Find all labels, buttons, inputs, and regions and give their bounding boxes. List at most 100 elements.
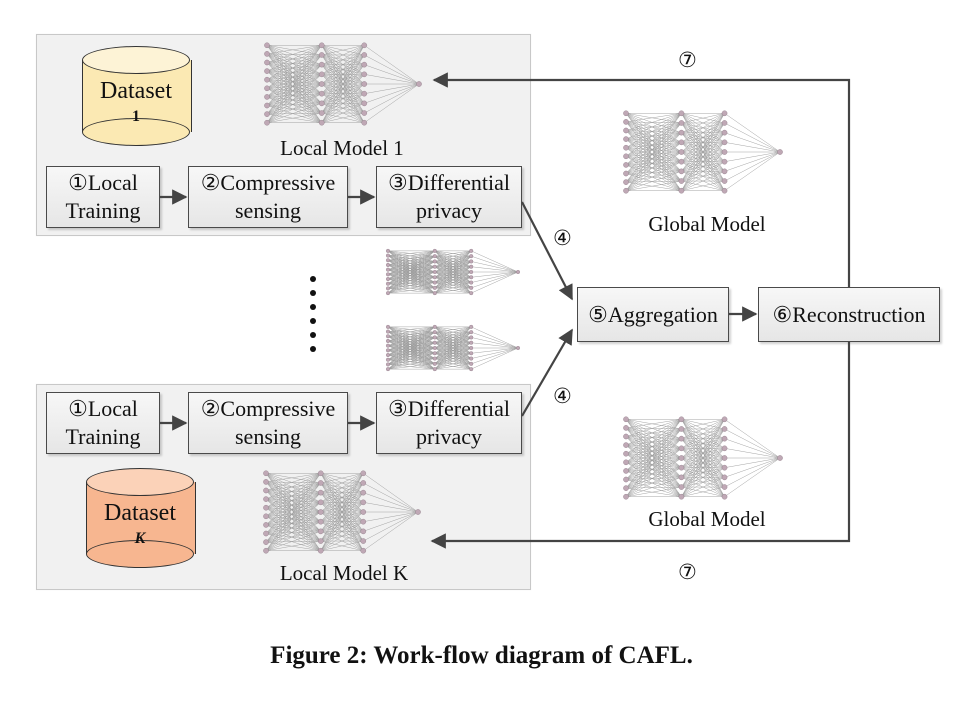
network-node [721,158,728,165]
network-edge [266,74,322,80]
network-node [360,470,367,477]
network-edge [387,282,435,284]
network-edge [387,331,435,351]
network-node [360,489,367,496]
network-node [386,291,391,296]
local-training-line1: ①Local [68,170,138,195]
network-node [623,425,629,431]
network-edge [387,340,435,370]
network-edge [266,53,322,65]
network-node [386,258,391,263]
network-edge [625,173,682,182]
network-node [264,76,270,83]
network-edge [363,511,419,532]
network-edge [387,278,435,283]
network-edge [625,486,682,489]
differential-privacy-line2: privacy [416,424,482,449]
network-edge [724,151,781,191]
network-edge [266,105,322,123]
network-node [263,539,269,545]
network-edge [471,271,519,278]
network-edge [265,516,321,542]
network-edge [266,45,322,106]
network-edge [434,342,472,370]
network-edge [364,74,420,85]
network-edge [265,490,321,532]
network-edge [387,337,435,365]
network-node [386,277,391,282]
network-edge [265,473,321,484]
network-edge [265,502,321,551]
network-edge [625,444,682,488]
network-edge [434,326,472,354]
network-edge [387,261,435,270]
network-edge [266,103,322,115]
network-edge [387,326,435,359]
network-node [264,59,270,66]
network-node [721,110,728,117]
network-edge [625,438,682,472]
network-node [318,71,325,78]
network-node [360,509,367,515]
network-node [469,270,474,275]
network-edge [265,492,321,551]
network-edge [625,180,682,183]
network-node [318,61,325,68]
network-edge [266,64,322,106]
network-edge [387,331,435,354]
network-node [623,433,629,440]
network-edge [387,274,435,289]
network-edge [265,482,321,491]
network-edge [625,132,682,140]
network-node [317,480,324,486]
network-edge [387,340,435,349]
network-node [721,149,728,155]
network-edge [265,498,321,513]
network-edge [387,250,435,294]
network-edge [387,354,435,359]
network-node [469,340,474,345]
network-edge [387,353,435,365]
network-edge [681,171,725,191]
network-edge [625,171,682,174]
local-training-line2: Training [65,424,141,449]
network-edge [265,540,321,551]
network-edge [321,45,365,94]
network-edge [387,353,435,370]
network-edge [266,79,322,104]
network-node [317,509,324,515]
network-edge [681,113,725,191]
network-edge [387,278,435,294]
network-node [623,119,629,125]
network-node [721,120,728,126]
network-node [416,81,422,87]
network-node [721,493,728,500]
network-edge [265,490,321,493]
network-edge [387,326,435,346]
network-edge [266,79,322,85]
network-edge [387,331,435,338]
network-edge [434,326,472,359]
arrow-broadcast-top [432,72,851,287]
network-node [386,253,391,258]
network-node [432,259,437,264]
network-edge [266,70,322,104]
network-edge [266,62,322,114]
network-edge [434,250,472,257]
network-edge [625,444,682,478]
network-edge [266,93,322,115]
network-edge [321,112,365,123]
local-model-1-network [264,42,422,126]
network-node [386,357,391,362]
network-node [360,547,367,554]
network-edge [364,83,420,94]
network-edge [321,93,365,123]
network-edge [265,502,321,534]
network-node [386,248,391,253]
network-edge [625,467,682,472]
network-edge [266,45,322,114]
network-edge [266,53,322,85]
network-edge [625,428,682,454]
differential-privacy-line2: privacy [416,198,482,223]
network-edge [387,255,435,261]
